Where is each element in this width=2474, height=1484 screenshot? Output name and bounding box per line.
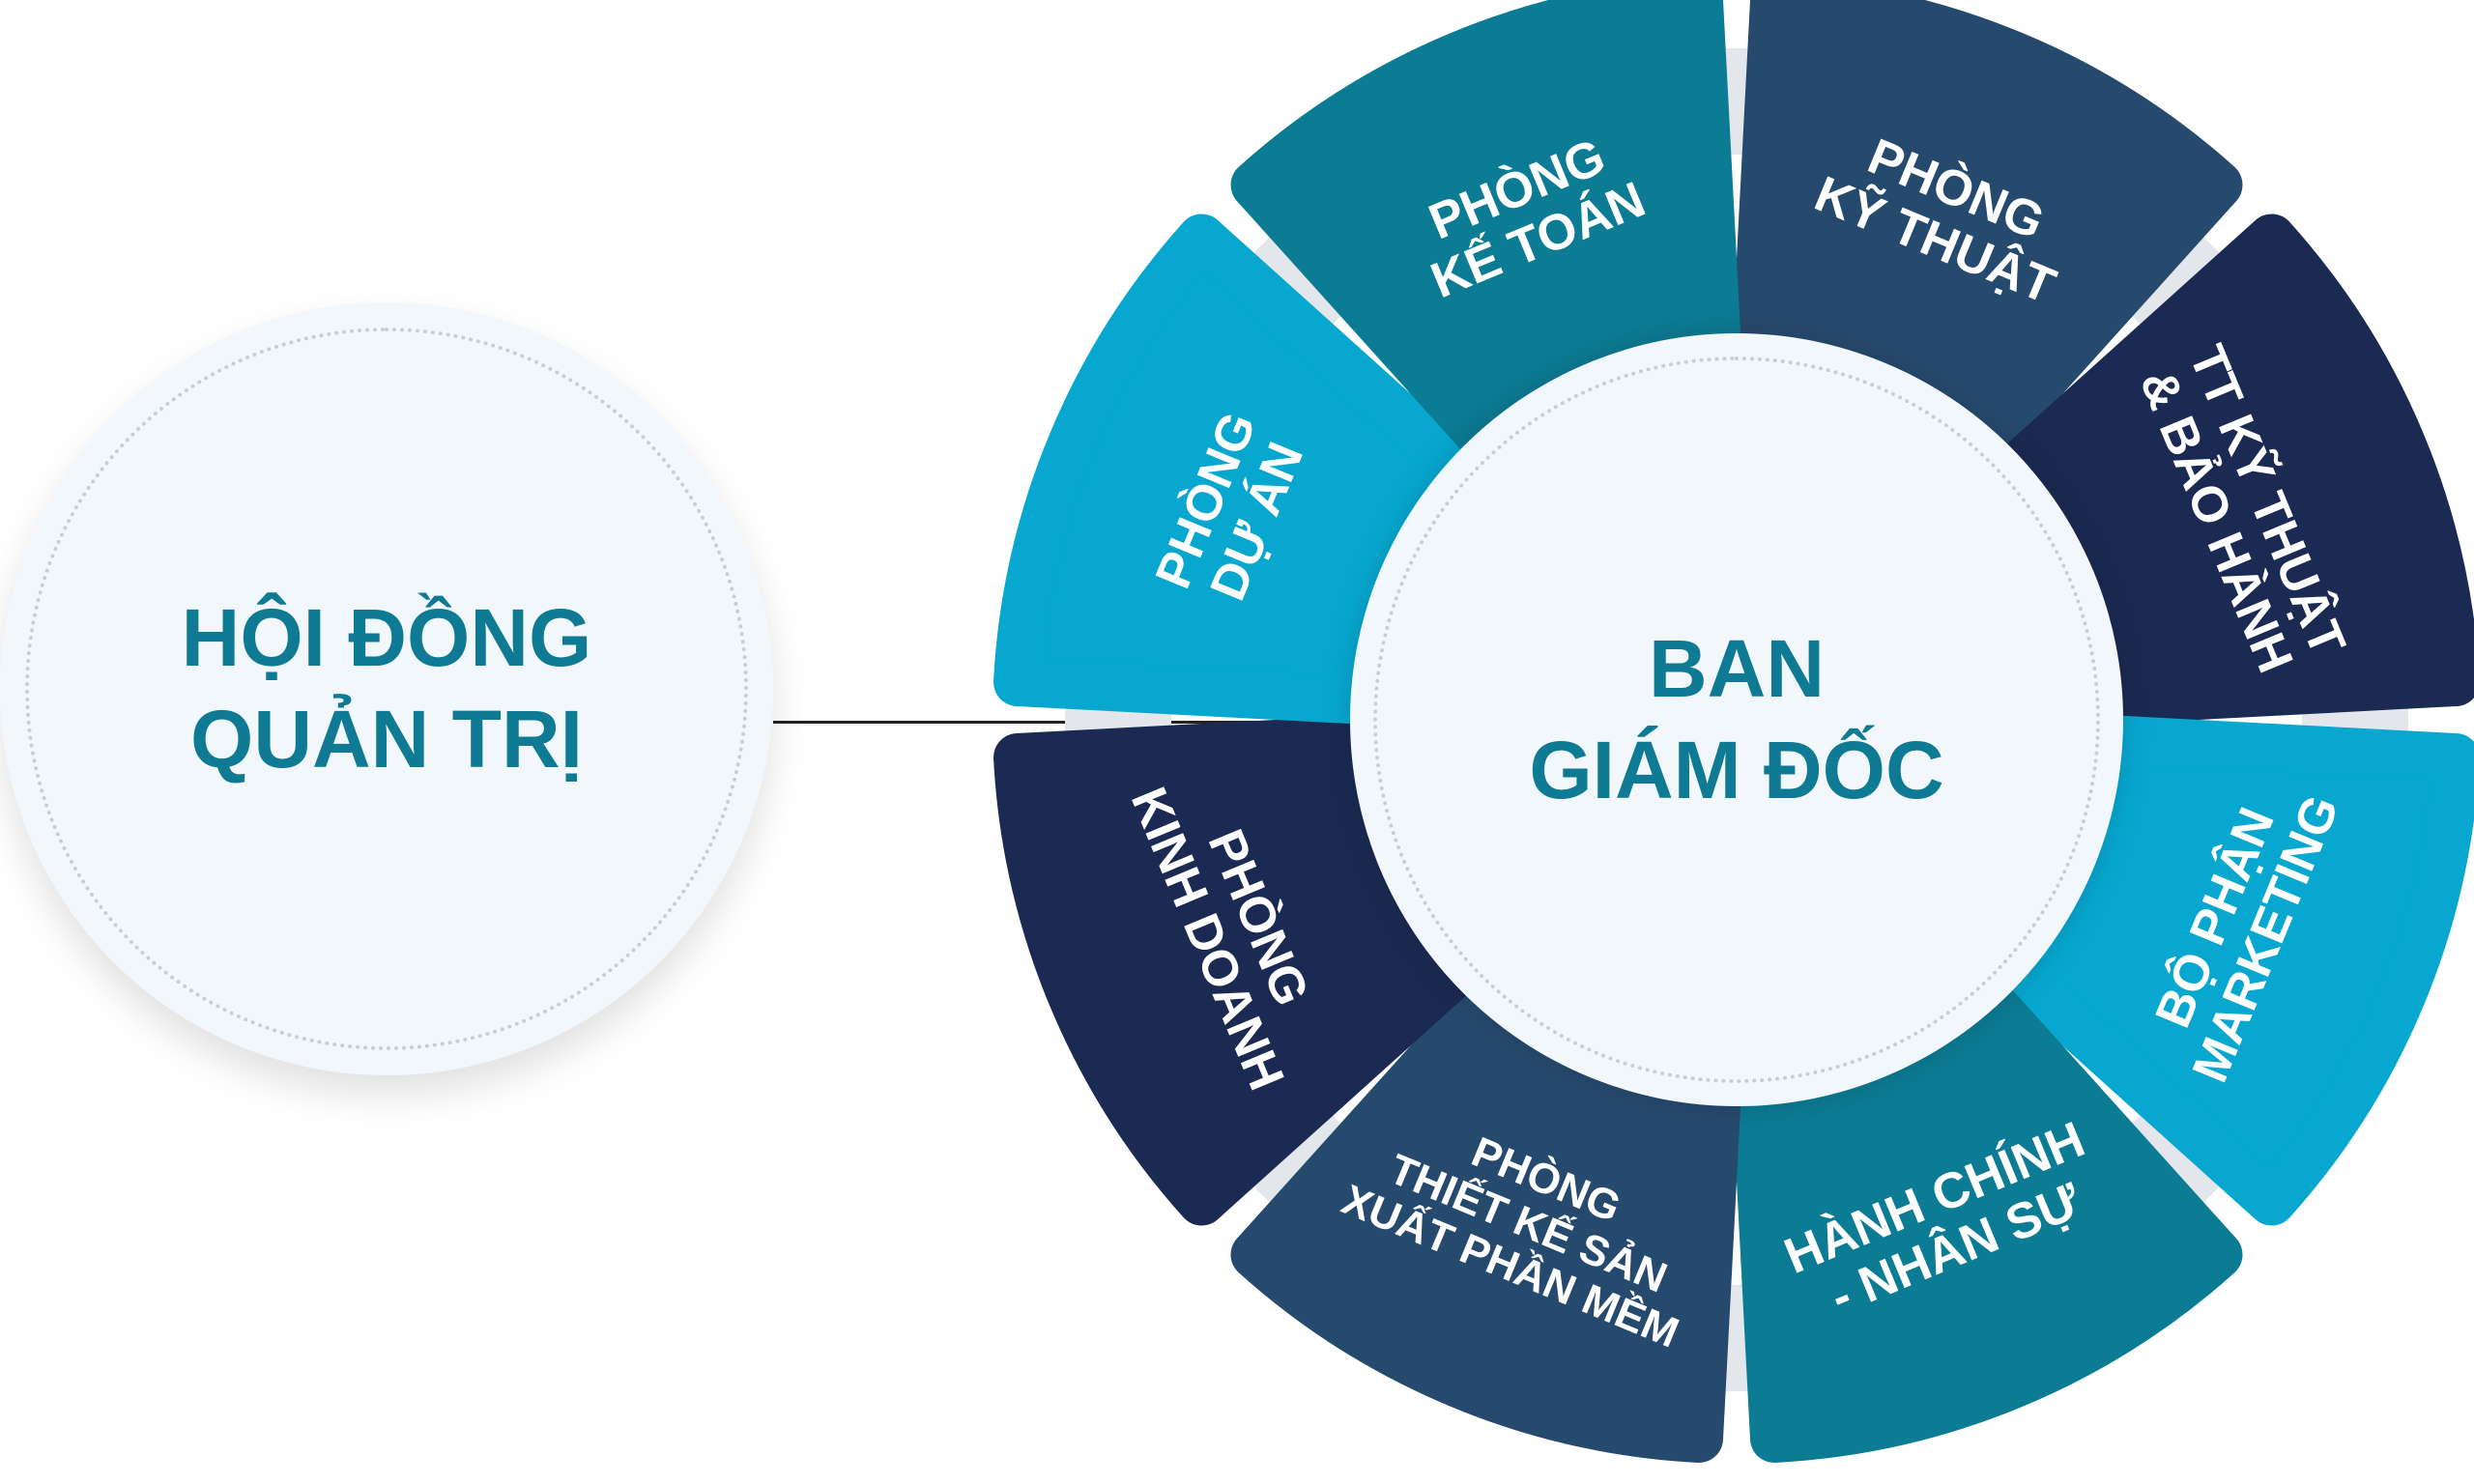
connector-line (773, 721, 1353, 724)
background-ring (1065, 48, 2408, 1391)
ceo-title: BAN GIÁM ĐỐC (1529, 623, 1944, 815)
ceo-circle (1350, 333, 2123, 1106)
board-circle (0, 302, 773, 1075)
board-title: HỘI ĐỒNG QUẢN TRỊ (181, 592, 592, 785)
